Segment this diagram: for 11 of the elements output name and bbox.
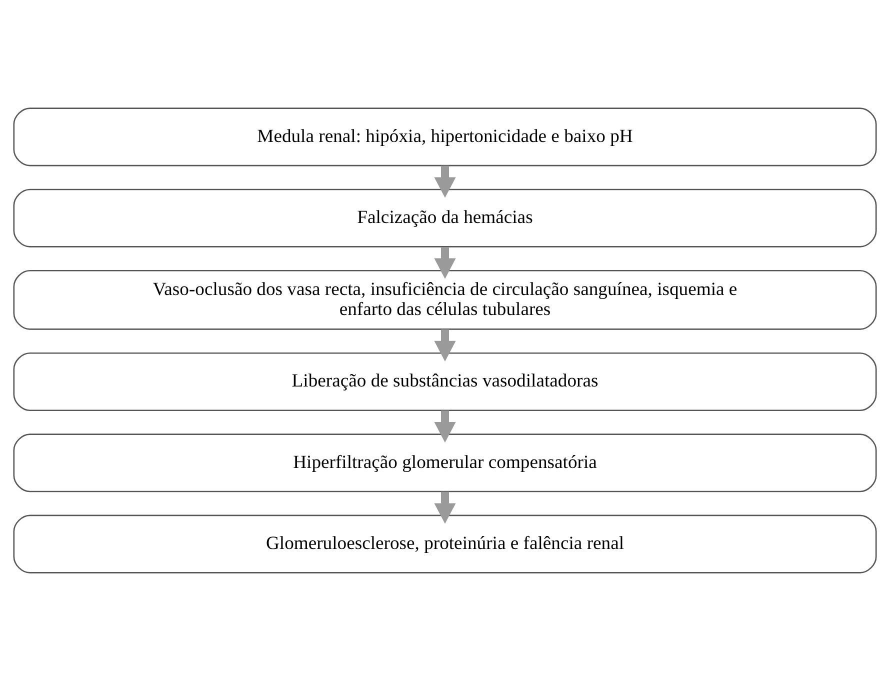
node-box: Medula renal: hipóxia, hipertonicidade e baixo pH <box>13 107 877 166</box>
arrow <box>434 491 456 524</box>
node-box: Glomeruloesclerose, proteinúria e falência renal <box>13 514 877 573</box>
arrow <box>434 165 456 198</box>
node-box: Liberação de substâncias vasodilatadoras <box>13 352 877 411</box>
node-box: Hiperfiltração glomerular compensatória <box>13 433 877 492</box>
arrow <box>434 328 456 361</box>
arrow <box>434 410 456 442</box>
node-box: Falcização da hemácias <box>13 188 877 247</box>
node-box: Vaso-oclusão dos vasa recta, insuficiência de circulação sanguínea, isquemia e enfarto das células tubulares <box>13 269 877 330</box>
arrow <box>434 246 456 278</box>
